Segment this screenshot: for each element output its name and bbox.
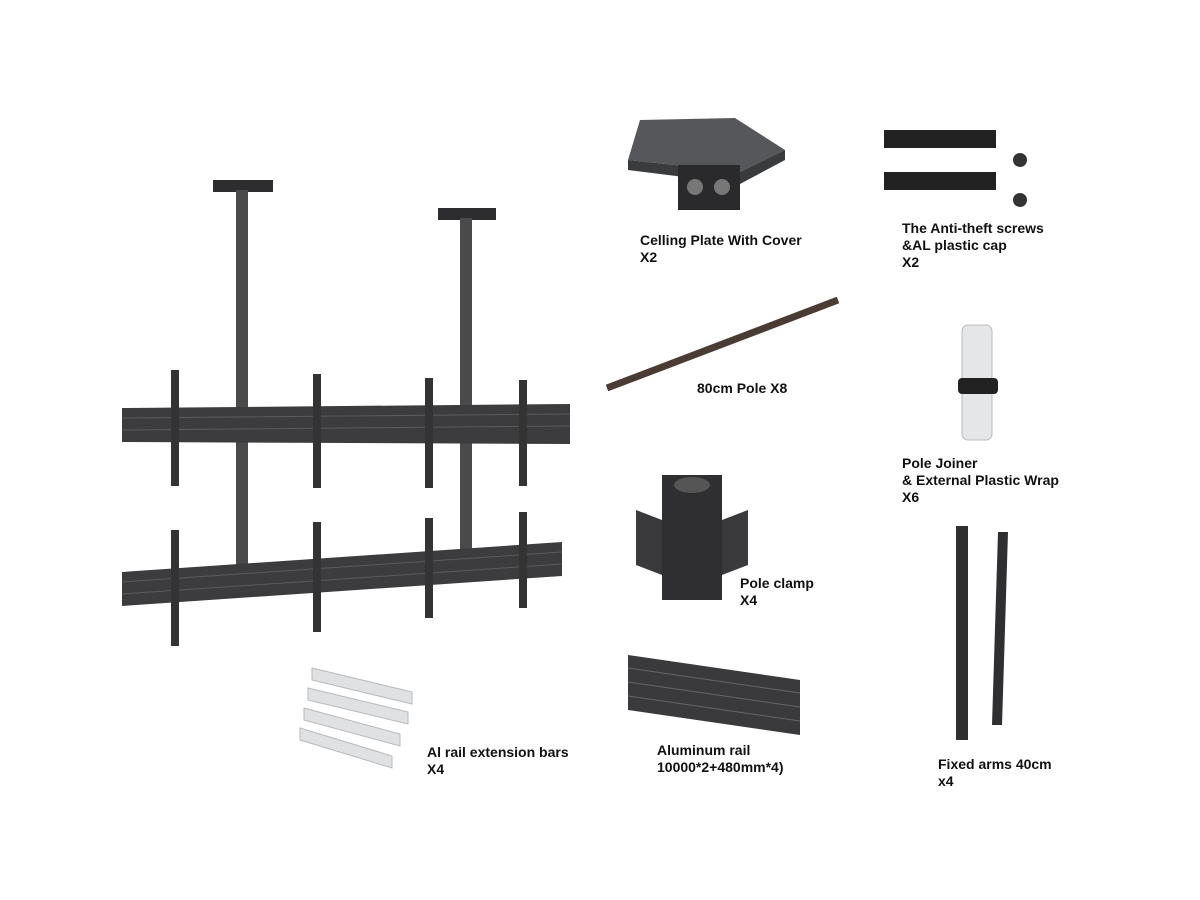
part-qty: X4 [740, 592, 758, 608]
pole-label: 80cm Pole X8 [697, 380, 787, 397]
pole-joiner-label: Pole Joiner & External Plastic Wrap X6 [902, 455, 1059, 506]
part-name: The Anti-theft screws [902, 220, 1044, 236]
part-name-2: &AL plastic cap [902, 237, 1007, 253]
anti-theft-screws-image [884, 130, 1027, 207]
part-name: Fixed arms 40cm [938, 756, 1052, 772]
part-qty: X2 [640, 249, 658, 265]
pole-clamp-image [636, 475, 748, 600]
part-qty: X6 [902, 489, 920, 505]
ceiling-plate-image [628, 118, 785, 210]
part-spec: 10000*2+480mm*4) [657, 759, 784, 775]
extension-bars-image [299, 667, 413, 769]
aluminum-rail-image [627, 655, 801, 735]
ext-bars-label: Al rail extension bars X4 [427, 744, 569, 778]
part-name-2: & External Plastic Wrap [902, 472, 1059, 488]
part-qty: X4 [427, 761, 445, 777]
assembled-mount-image [121, 180, 571, 646]
part-name: Aluminum rail [657, 742, 751, 758]
fixed-arms-image [956, 526, 1008, 740]
al-rail-label: Aluminum rail 10000*2+480mm*4) [657, 742, 784, 776]
pole-joiner-image [958, 324, 998, 441]
part-name: Al rail extension bars [427, 744, 569, 760]
part-name: Celling Plate With Cover [640, 232, 802, 248]
anti-theft-label: The Anti-theft screws &AL plastic cap X2 [902, 220, 1044, 271]
pole-image [605, 296, 840, 392]
fixed-arms-label: Fixed arms 40cm x4 [938, 756, 1052, 790]
ceiling-plate-label: Celling Plate With Cover X2 [640, 232, 802, 266]
pole-clamp-label: Pole clamp X4 [740, 575, 814, 609]
part-name: Pole clamp [740, 575, 814, 591]
part-name: 80cm Pole X8 [697, 380, 788, 396]
part-name: Pole Joiner [902, 455, 978, 471]
part-qty: X2 [902, 254, 920, 270]
part-qty: x4 [938, 773, 954, 789]
